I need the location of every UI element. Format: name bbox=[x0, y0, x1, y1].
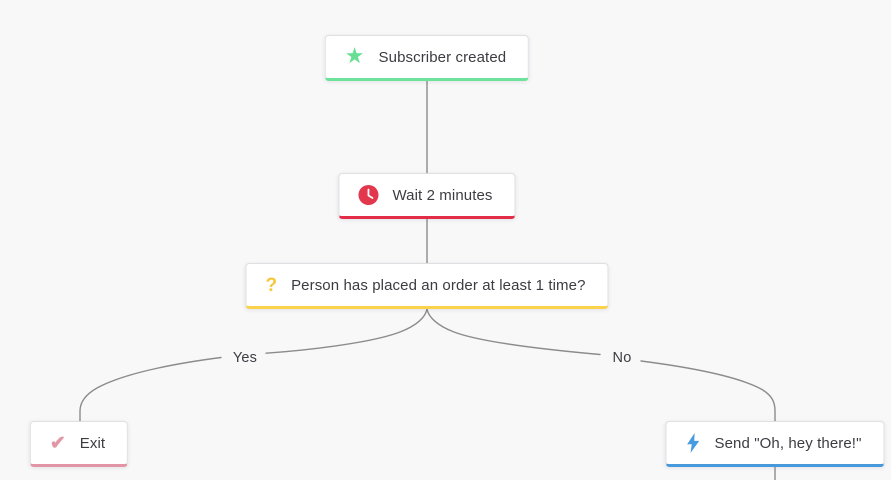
node-label: Exit bbox=[79, 434, 106, 452]
connector-decision-yes-lower bbox=[79, 356, 222, 423]
node-label: Wait 2 minutes bbox=[392, 186, 493, 204]
node-decision-order-placed[interactable]: ? Person has placed an order at least 1 … bbox=[245, 263, 609, 309]
node-exit[interactable]: ✔ Exit bbox=[29, 421, 129, 467]
connector-decision-yes-upper bbox=[265, 308, 428, 354]
node-label: Subscriber created bbox=[378, 48, 507, 66]
connector-decision-no-lower bbox=[640, 360, 776, 423]
node-wait-2-minutes[interactable]: Wait 2 minutes bbox=[338, 173, 516, 219]
branch-label-yes: Yes bbox=[232, 350, 258, 366]
check-icon: ✔ bbox=[49, 432, 66, 454]
clock-icon bbox=[358, 185, 379, 205]
lightning-bolt-icon bbox=[685, 432, 700, 454]
node-label: Person has placed an order at least 1 ti… bbox=[291, 276, 586, 294]
node-send-email[interactable]: Send "Oh, hey there!" bbox=[665, 421, 885, 467]
branch-label-no: No bbox=[612, 350, 632, 366]
star-icon: ★ bbox=[344, 42, 365, 68]
question-mark-icon: ? bbox=[265, 274, 278, 296]
connector-decision-no-upper bbox=[426, 308, 601, 356]
node-label: Send "Oh, hey there!" bbox=[714, 434, 862, 452]
node-subscriber-created[interactable]: ★ Subscriber created bbox=[324, 35, 530, 81]
